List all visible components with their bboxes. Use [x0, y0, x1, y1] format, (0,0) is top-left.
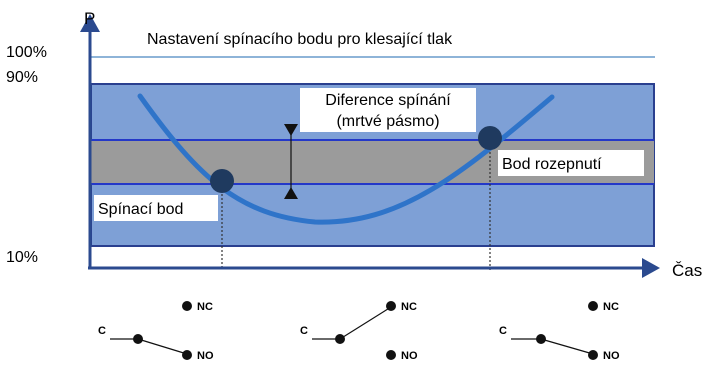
nc-label: NC: [603, 301, 619, 313]
switch-arm: [540, 338, 594, 355]
no-contact: [182, 350, 192, 360]
switch-point-label-box: [94, 195, 218, 221]
differential-arrow-bottom: [284, 187, 298, 199]
nc-label: NC: [197, 301, 213, 313]
differential-label-line1: Diference spínání: [325, 92, 451, 109]
differential-label-box: [300, 88, 476, 132]
nc-contact: [182, 301, 192, 311]
nc-contact: [588, 301, 598, 311]
chart-title: Nastavení spínacího bodu pro klesající t…: [147, 31, 453, 48]
switch-arm: [339, 306, 392, 340]
c-label: C: [300, 325, 308, 337]
no-label: NO: [401, 350, 418, 362]
release-point-label: Bod rozepnutí: [502, 156, 602, 173]
no-label: NO: [603, 350, 620, 362]
no-contact: [588, 350, 598, 360]
release-point-marker: [478, 126, 502, 150]
switch-point-marker: [210, 169, 234, 193]
switch-arm: [137, 338, 188, 355]
y-axis-arrow: [80, 14, 100, 32]
differential-label-line2: (mrtvé pásmo): [336, 113, 439, 130]
switch-point-label: Spínací bod: [98, 201, 183, 218]
switch-state-1: NC C NO: [98, 301, 214, 362]
nc-label: NC: [401, 301, 417, 313]
no-contact: [386, 350, 396, 360]
switch-state-3: NC C NO: [499, 301, 620, 362]
differential-arrow-top: [284, 124, 298, 136]
pressure-curve: [137, 93, 555, 225]
c-label: C: [499, 325, 507, 337]
y-tick-10: 10%: [6, 249, 38, 266]
no-label: NO: [197, 350, 214, 362]
c-label: C: [98, 325, 106, 337]
switch-state-2: NC C NO: [300, 301, 418, 362]
release-point-label-box: [498, 150, 644, 176]
y-tick-100: 100%: [6, 44, 47, 61]
y-axis-label: P: [84, 9, 95, 28]
x-axis-label: Čas: [672, 261, 702, 280]
y-tick-90: 90%: [6, 69, 38, 86]
x-axis-arrow: [642, 258, 660, 278]
